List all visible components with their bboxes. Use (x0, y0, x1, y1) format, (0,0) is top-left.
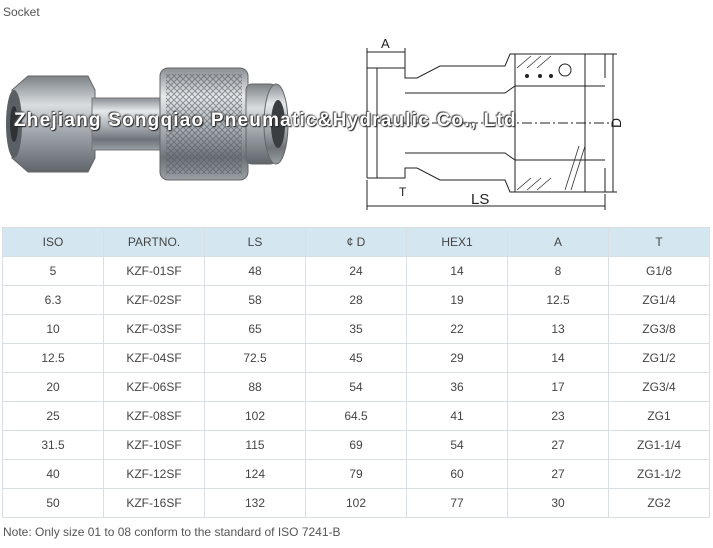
cell-ls: 124 (204, 459, 306, 489)
cell-hex1: 36 (406, 372, 508, 402)
header-t: T (608, 227, 710, 257)
cell-hex1: 60 (406, 459, 508, 489)
cell-t: ZG1/2 (608, 343, 710, 373)
cell-hex1: 19 (406, 285, 508, 315)
cell-ls: 58 (204, 285, 306, 315)
cell-a: 13 (507, 314, 609, 344)
cell-t: ZG3/8 (608, 314, 710, 344)
cell-ls: 48 (204, 256, 306, 286)
cell-ls: 115 (204, 430, 306, 460)
cell-d: 28 (305, 285, 407, 315)
cell-a: 17 (507, 372, 609, 402)
table-row: 50 KZF-16SF 132 102 77 30 ZG2 (2, 488, 710, 518)
cell-a: 12.5 (507, 285, 609, 315)
cell-a: 8 (507, 256, 609, 286)
socket-photo (6, 67, 289, 181)
cell-partno: KZF-02SF (103, 285, 205, 315)
cell-iso: 25 (2, 401, 104, 431)
cell-a: 14 (507, 343, 609, 373)
cell-d: 24 (305, 256, 407, 286)
company-watermark: Zhejiang Songqiao Pneumatic&Hydraulic Co… (14, 110, 517, 131)
cell-d: 102 (305, 488, 407, 518)
header-iso: ISO (2, 227, 104, 257)
table-row: 5 KZF-01SF 48 24 14 8 G1/8 (2, 256, 710, 286)
cell-d: 64.5 (305, 401, 407, 431)
label-a: A (381, 36, 390, 51)
cell-partno: KZF-01SF (103, 256, 205, 286)
cell-iso: 6.3 (2, 285, 104, 315)
cell-ls: 72.5 (204, 343, 306, 373)
table-row: 31.5 KZF-10SF 115 69 54 27 ZG1-1/4 (2, 430, 710, 460)
cell-hex1: 29 (406, 343, 508, 373)
cell-hex1: 54 (406, 430, 508, 460)
cell-iso: 5 (2, 256, 104, 286)
cell-iso: 31.5 (2, 430, 104, 460)
cell-ls: 65 (204, 314, 306, 344)
cell-t: ZG3/4 (608, 372, 710, 402)
cell-a: 27 (507, 459, 609, 489)
cell-iso: 40 (2, 459, 104, 489)
cell-partno: KZF-04SF (103, 343, 205, 373)
cell-hex1: 22 (406, 314, 508, 344)
cell-ls: 102 (204, 401, 306, 431)
cell-partno: KZF-06SF (103, 372, 205, 402)
cell-partno: KZF-10SF (103, 430, 205, 460)
table-row: 6.3 KZF-02SF 58 28 19 12.5 ZG1/4 (2, 285, 710, 315)
cell-iso: 12.5 (2, 343, 104, 373)
socket-technical-drawing: A LS D T (360, 36, 624, 210)
cell-t: ZG1-1/2 (608, 459, 710, 489)
table-row: 20 KZF-06SF 88 54 36 17 ZG3/4 (2, 372, 710, 402)
cell-d: 79 (305, 459, 407, 489)
cell-partno: KZF-16SF (103, 488, 205, 518)
table-header-row: ISO PARTNO. LS ¢ D HEX1 A T (2, 227, 710, 257)
cell-a: 27 (507, 430, 609, 460)
table-row: 12.5 KZF-04SF 72.5 45 29 14 ZG1/2 (2, 343, 710, 373)
cell-t: ZG1-1/4 (608, 430, 710, 460)
cell-iso: 20 (2, 372, 104, 402)
table-row: 40 KZF-12SF 124 79 60 27 ZG1-1/2 (2, 459, 710, 489)
header-a: A (507, 227, 609, 257)
table-row: 25 KZF-08SF 102 64.5 41 23 ZG1 (2, 401, 710, 431)
cell-a: 23 (507, 401, 609, 431)
cell-t: ZG1 (608, 401, 710, 431)
cell-t: ZG1/4 (608, 285, 710, 315)
table-row: 10 KZF-03SF 65 35 22 13 ZG3/8 (2, 314, 710, 344)
label-ls: LS (471, 191, 489, 208)
header-hex1: HEX1 (406, 227, 508, 257)
cell-d: 69 (305, 430, 407, 460)
cell-hex1: 14 (406, 256, 508, 286)
cell-t: ZG2 (608, 488, 710, 518)
spec-table: ISO PARTNO. LS ¢ D HEX1 A T 5 KZF-01SF 4… (2, 227, 710, 518)
cell-partno: KZF-12SF (103, 459, 205, 489)
cell-iso: 10 (2, 314, 104, 344)
cell-iso: 50 (2, 488, 104, 518)
standard-note: Note: Only size 01 to 08 conform to the … (3, 525, 341, 539)
cell-d: 45 (305, 343, 407, 373)
header-d: ¢ D (305, 227, 407, 257)
cell-ls: 88 (204, 372, 306, 402)
label-t: T (399, 185, 407, 199)
cell-partno: KZF-08SF (103, 401, 205, 431)
cell-hex1: 77 (406, 488, 508, 518)
header-partno: PARTNO. (103, 227, 205, 257)
cell-a: 30 (507, 488, 609, 518)
cell-partno: KZF-03SF (103, 314, 205, 344)
page-caption: Socket (3, 5, 40, 19)
label-d: D (608, 118, 624, 128)
cell-t: G1/8 (608, 256, 710, 286)
cell-d: 35 (305, 314, 407, 344)
header-ls: LS (204, 227, 306, 257)
cell-ls: 132 (204, 488, 306, 518)
cell-hex1: 41 (406, 401, 508, 431)
cell-d: 54 (305, 372, 407, 402)
